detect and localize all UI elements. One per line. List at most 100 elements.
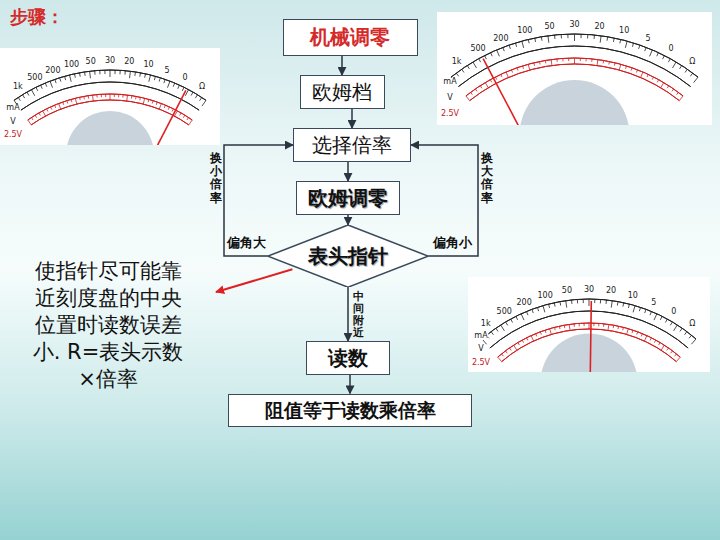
scale-tick [55,105,56,108]
scale-tick [614,63,616,66]
scale-number: 200 [516,299,533,307]
loop-note: 换大倍率 [481,152,493,205]
scale-tick [27,92,29,95]
process-box: 机械调零 [283,19,418,56]
scale-tick [647,74,648,77]
scale-tick [568,58,569,61]
scale-tick [456,73,458,76]
flow-arrow [347,162,349,181]
scale-arc [21,82,199,110]
node-text: 机械调零 [310,25,390,49]
meter-dome [66,111,154,145]
scale-tick [59,104,61,110]
scale-tick [571,300,572,304]
scale-tick [603,324,604,327]
scale-number: 0 [182,74,189,82]
scale-tick [593,323,594,326]
scale-tick [694,77,698,82]
scale-tick [617,302,619,306]
scale-tick [680,65,682,68]
scale-tick [551,60,553,66]
scale-tick [462,69,464,72]
scale-tick [99,70,100,74]
scale-tick [43,111,46,116]
scale-number: 2.5V [471,359,491,367]
scale-tick [521,314,524,320]
scale-number: Ω [688,320,696,328]
scale-number: 2.5V [3,131,23,139]
scale-tick [534,38,536,42]
scale-tick [644,336,646,341]
scale-tick [172,109,173,112]
scale-tick [676,357,680,362]
scale-tick [191,92,193,95]
flow-arrow [224,145,293,256]
scale-tick [122,95,123,98]
scale-tick [182,87,184,91]
scale-tick [183,115,185,118]
explanation-note: 使指针尽可能靠近刻度盘的中央位置时读数误差小. R=表头示数×倍率 [30,258,186,393]
scale-tick [510,348,512,350]
scale-tick [531,336,533,341]
scale-arc [458,46,690,87]
scale-tick [633,306,635,313]
scale-tick [591,59,592,62]
scale-tick [559,302,561,306]
scale-tick [654,340,655,343]
scale-tick [690,73,692,76]
scale-tick [564,325,566,328]
scale-tick [517,68,519,71]
scale-tick [501,325,505,331]
scale-number: 0 [670,308,677,316]
scale-tick [631,68,633,71]
flow-arrow [341,56,343,76]
scale-tick [83,96,85,99]
scale-tick [661,345,664,350]
scale-tick [496,328,498,331]
scale-tick [645,47,646,51]
scale-number: 5 [164,67,171,75]
scale-number: 10 [627,292,639,300]
scale-tick [619,39,621,43]
scale-number: 20 [593,23,605,31]
scale-tick [498,357,502,362]
flow-arrow [411,145,478,256]
scale-tick [580,58,581,61]
scale-tick [691,339,696,344]
scale-tick [619,64,621,70]
diamond-shape [268,225,428,287]
scale-number: 200 [44,67,61,75]
scale-tick [88,96,89,99]
scale-tick [47,109,48,112]
scale-tick [131,96,132,99]
scale-tick [189,120,192,125]
scale-number: 20 [605,287,617,295]
scale-tick [502,354,504,356]
scale-tick [622,303,624,307]
scale-arc [470,64,680,101]
scale-tick [632,43,633,47]
scale-tick [66,101,68,104]
scale-tick [680,328,682,331]
scale-tick [497,50,500,56]
scale-tick [156,102,158,105]
scale-tick [536,334,537,337]
scale-tick [512,70,513,73]
meter-dome [541,334,638,372]
scale-tick [129,71,131,78]
scale-tick [45,83,47,87]
scale-tick [654,314,657,320]
scale-arc [502,329,677,362]
scale-number: 1k [480,320,492,328]
scale-number: 2.5V [440,110,460,118]
scale-tick [685,332,687,335]
scale-tick [660,316,662,320]
scale-tick [613,325,615,328]
slide-title: 步骤： [10,6,64,28]
scale-tick [506,322,508,325]
scale-tick [625,66,627,69]
node-text: 欧姆档 [312,80,372,104]
scale-tick [574,324,575,327]
scale-tick [567,34,568,38]
meter-needle [589,301,591,372]
